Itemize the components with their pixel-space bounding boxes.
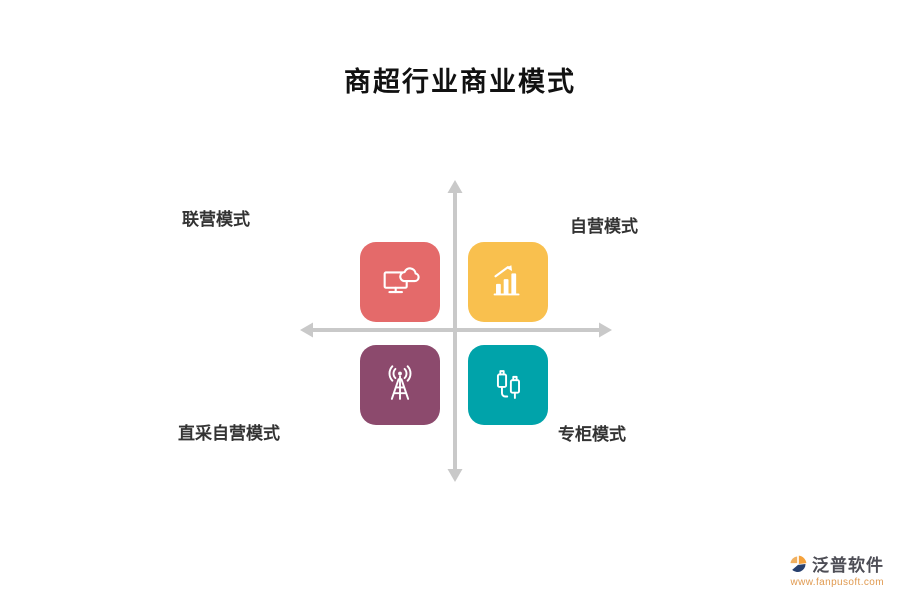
diagram-title: 商超行业商业模式: [344, 67, 576, 97]
brand-name: 泛普软件: [812, 556, 884, 575]
quadrant-label-bottom-left: 直采自营模式: [178, 424, 280, 443]
arrow-left-icon: [300, 322, 313, 338]
bar-chart-icon: [485, 259, 531, 305]
arrow-right-icon: [599, 322, 612, 338]
arrow-down-icon: [447, 469, 463, 482]
usb-cable-icon: [485, 362, 531, 408]
quadrant-label-top-left: 联营模式: [182, 210, 250, 229]
quadrant-card-top-right: [468, 242, 548, 322]
monitor-cloud-icon: [377, 259, 423, 305]
branding: 泛普软件 www.fanpusoft.com: [788, 551, 884, 588]
arrow-up-icon: [447, 180, 463, 193]
quadrant-label-top-right: 自营模式: [570, 217, 638, 236]
quadrant-axes: [300, 180, 612, 482]
quadrant-card-top-left: [360, 242, 440, 322]
quadrant-card-bottom-right: [468, 345, 548, 425]
quadrant-label-bottom-right: 专柜模式: [558, 425, 626, 444]
fanpu-logo-icon: [788, 554, 808, 574]
quadrant-card-bottom-left: [360, 345, 440, 425]
brand-url: www.fanpusoft.com: [790, 577, 884, 588]
signal-tower-icon: [377, 362, 423, 408]
